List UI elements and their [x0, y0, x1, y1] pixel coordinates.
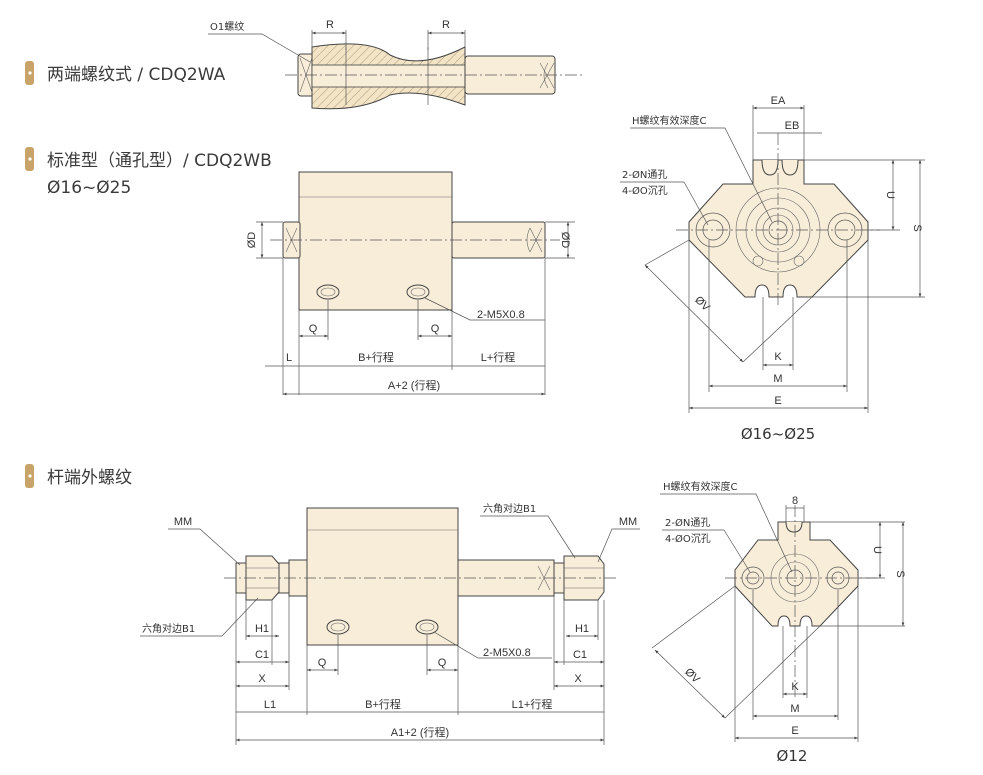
dim-s: S — [911, 224, 923, 231]
port-label: 2-M5X0.8 — [483, 647, 531, 659]
dim-v: ØV — [682, 666, 702, 686]
dim-e: E — [791, 725, 798, 737]
dim-q-left: Q — [318, 657, 327, 669]
dim-v: ØV — [692, 294, 712, 314]
dim-x-right: X — [574, 673, 582, 685]
rod-side-view: MM MM 六角对边B1 六角对边B1 H1 H1 C1 C1 — [140, 502, 640, 745]
dim-a1: A1+2 (行程) — [391, 726, 449, 739]
dim-u: U — [871, 546, 883, 554]
dim-d-left: ØD — [246, 232, 258, 249]
wa-side-view: R R O1螺纹 — [208, 19, 585, 110]
dim-u: U — [884, 191, 896, 199]
counterbore-label: 4-ØO沉孔 — [622, 184, 668, 197]
hex-right-label: 六角对边B1 — [483, 502, 536, 515]
dim-h1-left: H1 — [255, 623, 269, 635]
section-title: 两端螺纹式 / CDQ2WA — [47, 65, 226, 85]
mm-right-label: MM — [619, 516, 637, 528]
wb-front-view: EA EB H螺纹有效深度C 2-ØN通孔 4-ØO沉孔 U S ØV K M — [620, 95, 925, 443]
depth-label: H螺纹有效深度C — [663, 480, 738, 493]
dim-a: A+2 (行程) — [388, 379, 440, 392]
dim-r-right: R — [442, 19, 450, 31]
section-wa: 两端螺纹式 / CDQ2WA R R O1螺纹 — [25, 19, 585, 110]
dim-b: B+行程 — [365, 698, 401, 711]
mm-left-label: MM — [174, 516, 192, 528]
dim-q-left: Q — [309, 323, 318, 335]
port-label: 2-M5X0.8 — [477, 309, 525, 321]
dim-l1: L1 — [264, 699, 276, 711]
dim-eb: EB — [785, 120, 800, 132]
dim-l1-stroke: L1+行程 — [512, 698, 553, 711]
dim-l: L — [286, 352, 292, 364]
section-title: 杆端外螺纹 — [47, 468, 132, 488]
dim-m: M — [773, 373, 782, 385]
counterbore-label: 4-ØO沉孔 — [665, 532, 711, 545]
section-rod-thread: 杆端外螺纹 MM MM 六角对边B1 六角对边B1 — [25, 464, 906, 765]
dim-c1-right: C1 — [573, 649, 587, 661]
through-hole-label: 2-ØN通孔 — [622, 169, 667, 181]
dim-l-stroke: L+行程 — [481, 351, 516, 364]
section-subtitle: Ø16~Ø25 — [47, 178, 131, 198]
rod-front-view: H螺纹有效深度C 8 2-ØN通孔 4-ØO沉孔 U S ØV K M — [651, 480, 906, 765]
through-hole-label: 2-ØN通孔 — [665, 517, 710, 529]
section-title: 标准型（通孔型）/ CDQ2WB — [47, 151, 272, 171]
dim-m: M — [790, 703, 799, 715]
dim-c1-left: C1 — [255, 649, 269, 661]
dim-q-right: Q — [431, 323, 440, 335]
dim-ea: EA — [771, 95, 786, 107]
dim-width: 8 — [792, 495, 798, 507]
front-caption: Ø16~Ø25 — [741, 425, 815, 443]
hex-left-label: 六角对边B1 — [142, 622, 195, 635]
dim-k: K — [774, 351, 782, 363]
thread-label: O1螺纹 — [210, 20, 244, 33]
dim-e: E — [774, 395, 781, 407]
dim-s: S — [894, 570, 906, 577]
section-wb: 标准型（通孔型）/ CDQ2WB Ø16~Ø25 ØD ØD Q — [25, 95, 925, 443]
dim-x-left: X — [258, 673, 266, 685]
wb-side-view: ØD ØD Q Q 2-M5X0.8 L B+行程 L+行程 A+2 (行程) — [246, 171, 575, 396]
dim-q-right: Q — [438, 657, 447, 669]
front-caption: Ø12 — [777, 747, 808, 765]
dim-r-left: R — [326, 19, 334, 31]
dim-b: B+行程 — [358, 351, 394, 364]
dim-k: K — [791, 681, 799, 693]
dim-h1-right: H1 — [575, 623, 589, 635]
dim-d-right: ØD — [559, 232, 571, 249]
depth-label: H螺纹有效深度C — [632, 114, 707, 127]
